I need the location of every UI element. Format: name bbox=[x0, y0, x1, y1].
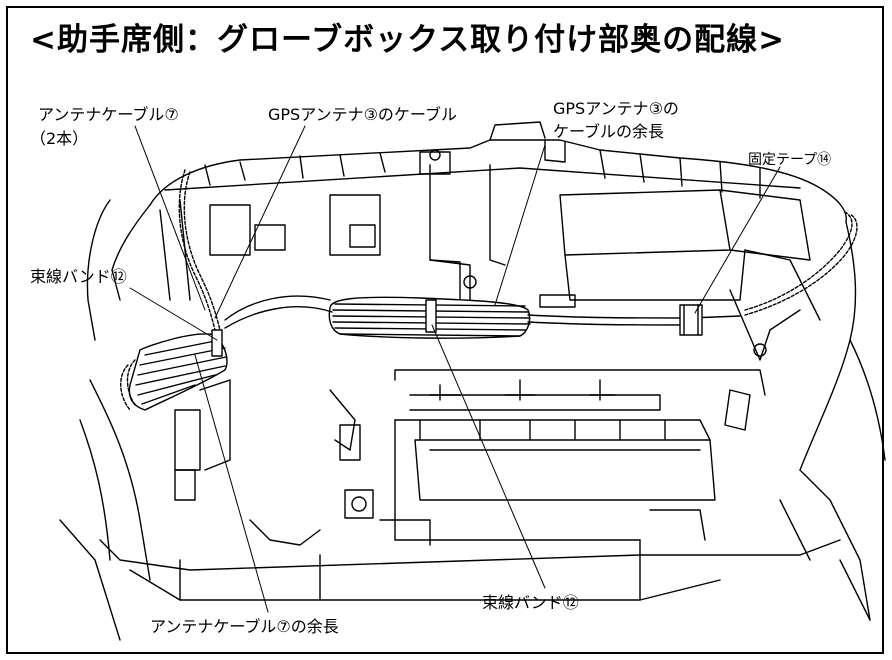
diagram-frame bbox=[6, 6, 884, 654]
antenna-cable-label: アンテナケーブル⑦ bbox=[38, 105, 179, 124]
dashboard-upper-panel bbox=[149, 121, 847, 223]
leader-lines bbox=[129, 125, 781, 613]
fixing-tape-label: 固定テープ⑭ bbox=[748, 152, 832, 168]
lower-dashboard bbox=[59, 519, 871, 641]
gps-cable-excess-label-line2: ケーブルの余長 bbox=[553, 122, 665, 141]
cable-tie-bottom-label: 束線バンド⑫ bbox=[482, 593, 579, 612]
diagram-title: <助手席側：グローブボックス取り付け部奥の配線> bbox=[30, 22, 786, 58]
antenna-cables bbox=[178, 169, 858, 331]
antenna-cable-excess-coil bbox=[120, 333, 228, 411]
gps-cable-excess-label-line1: GPSアンテナ③の bbox=[553, 99, 679, 118]
fixing-tape bbox=[679, 304, 703, 336]
gps-antenna-cable-label: GPSアンテナ③のケーブル bbox=[268, 105, 457, 124]
glovebox-cavity bbox=[249, 369, 766, 546]
left-side-panel bbox=[79, 194, 381, 581]
antenna-cable-excess-label: アンテナケーブル⑦の余長 bbox=[150, 617, 339, 636]
cable-tie-left-label: 束線バンド⑫ bbox=[30, 267, 127, 286]
center-bracket bbox=[429, 164, 506, 301]
right-side-panel bbox=[779, 221, 886, 621]
cable-tie-left bbox=[211, 329, 223, 357]
right-upper-box bbox=[539, 189, 821, 431]
gps-cable-bundle bbox=[224, 295, 741, 339]
antenna-cable-count-label: （2本） bbox=[30, 129, 89, 148]
